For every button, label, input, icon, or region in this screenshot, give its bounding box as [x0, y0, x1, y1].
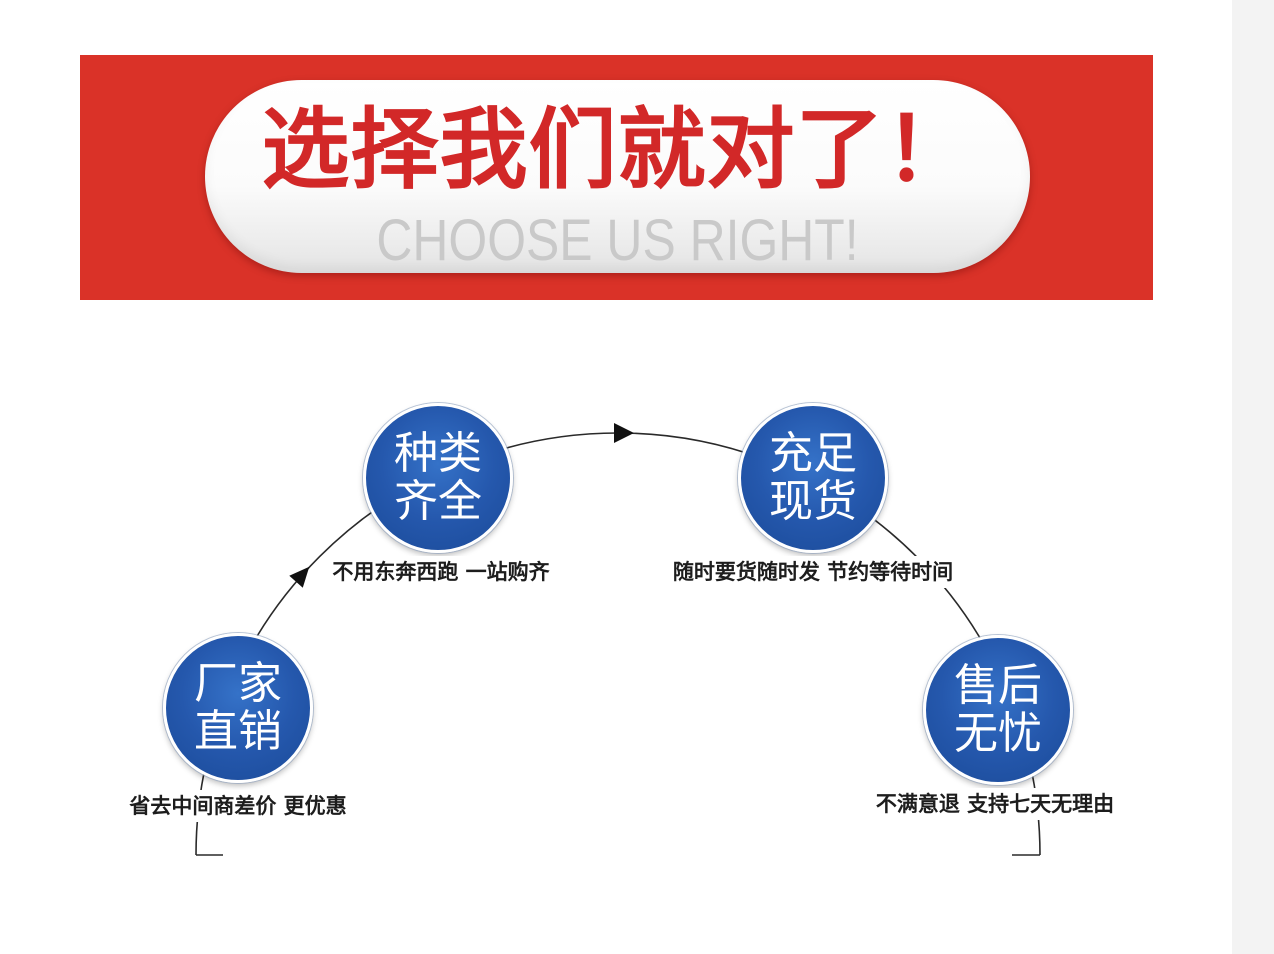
feature-node-line1: 种类 [394, 428, 482, 479]
promo-banner: 选择我们就对了！ CHOOSE US RIGHT! [80, 55, 1153, 300]
feature-node-line2: 无忧 [954, 708, 1042, 759]
feature-node-line2: 齐全 [394, 476, 482, 527]
feature-caption-after-sales: 不满意退 支持七天无理由 [869, 788, 1121, 820]
banner-pill: 选择我们就对了！ CHOOSE US RIGHT! [205, 80, 1030, 273]
feature-node-line2: 现货 [769, 476, 857, 527]
banner-subtitle: CHOOSE US RIGHT! [376, 208, 859, 273]
feature-node-line1: 充足 [769, 428, 857, 479]
banner-title: 选择我们就对了！ [261, 98, 974, 201]
feature-node-factory-direct: 厂家 直销 [163, 633, 313, 783]
feature-node-line1: 厂家 [194, 658, 282, 709]
feature-node-line1: 售后 [954, 660, 1042, 711]
feature-node-line2: 直销 [194, 706, 282, 757]
feature-caption-in-stock: 随时要货随时发 节约等待时间 [666, 556, 960, 588]
feature-node-after-sales: 售后 无忧 [923, 635, 1073, 785]
feature-caption-factory-direct: 省去中间商差价 更优惠 [123, 790, 353, 822]
feature-caption-wide-variety: 不用东奔西跑 一站购齐 [326, 556, 556, 588]
arc-arrow-top [614, 423, 634, 443]
feature-node-in-stock: 充足 现货 [738, 403, 888, 553]
feature-node-wide-variety: 种类 齐全 [363, 403, 513, 553]
arc-arrow-left [289, 566, 310, 588]
side-gray-strip [1232, 0, 1274, 954]
